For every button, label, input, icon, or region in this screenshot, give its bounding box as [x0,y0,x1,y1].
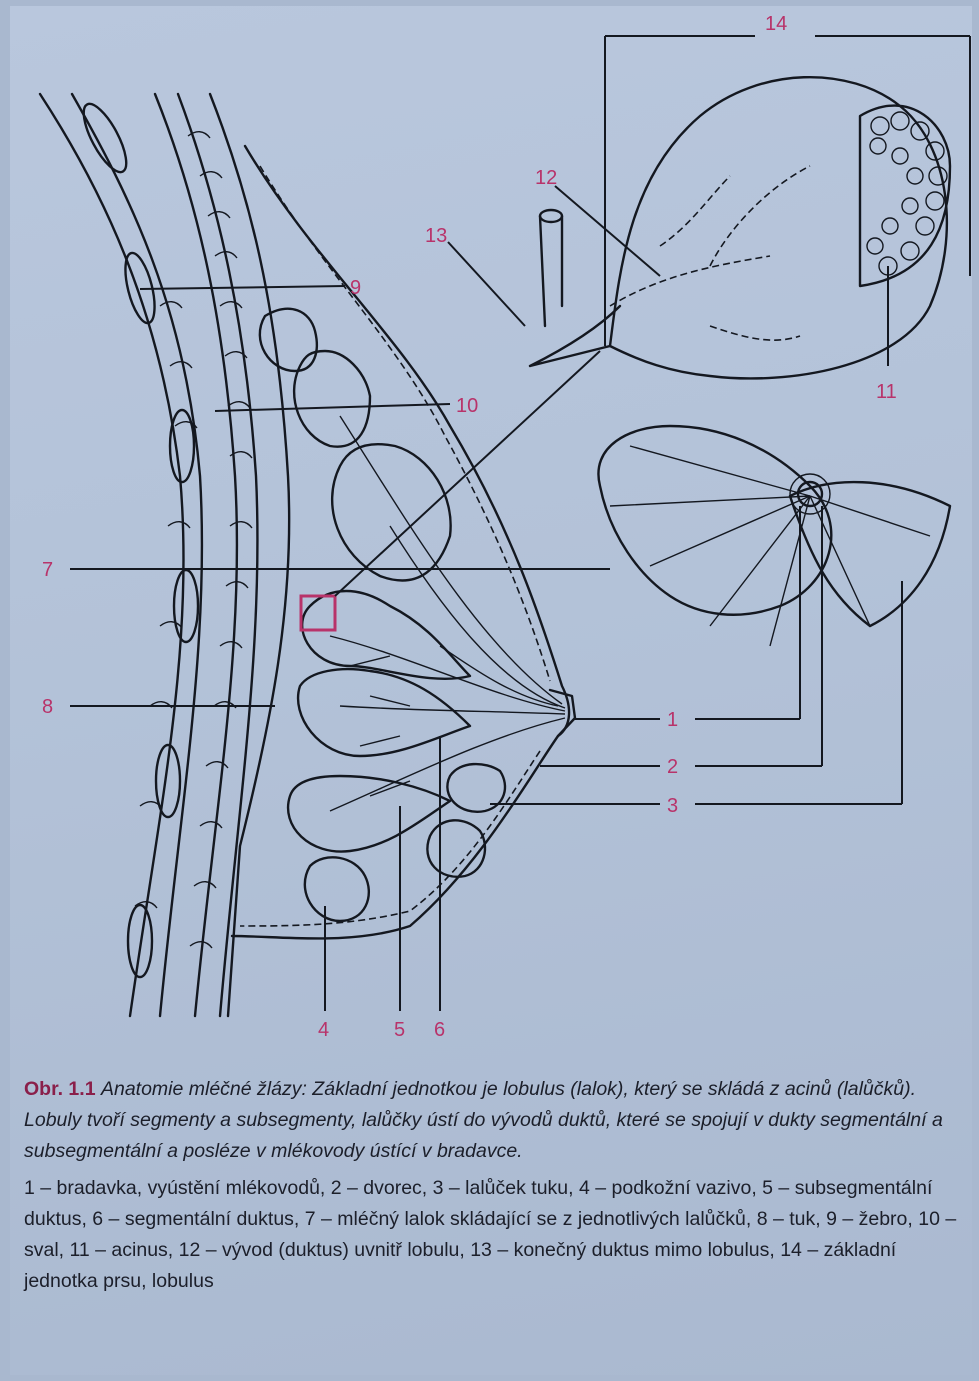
lobe-ducts [610,446,930,646]
figure-number: Obr. 1.1 [24,1078,96,1100]
label-3: 3 [667,795,678,817]
label-4: 4 [318,1019,329,1041]
breast-outline [232,146,575,939]
label-13: 13 [425,225,447,247]
figure-description: Anatomie mléčné žlázy: Základní jednotko… [24,1078,943,1162]
label-6: 6 [434,1019,445,1041]
gland-lobes [260,309,565,921]
label-2: 2 [667,756,678,778]
page: 1 2 3 4 5 6 7 8 9 10 11 12 13 14 Obr. 1.… [10,6,972,1375]
label-12: 12 [535,167,557,189]
label-14: 14 [765,13,787,35]
caption-legend: 1 – bradavka, vyústění mlékovodů, 2 – dv… [24,1173,964,1297]
acini [867,112,947,275]
chest-wall [40,94,289,1016]
label-8: 8 [42,696,53,718]
label-10: 10 [456,395,478,417]
breast-anatomy-diagram: 1 2 3 4 5 6 7 8 9 10 11 12 13 14 [10,6,972,1066]
leader-lines [70,36,970,1011]
label-7: 7 [42,559,53,581]
label-9: 9 [350,277,361,299]
fat-tissue-texture [135,132,252,948]
label-1: 1 [667,709,678,731]
label-11: 11 [876,381,897,403]
number-labels: 1 2 3 4 5 6 7 8 9 10 11 12 13 14 [42,13,897,1041]
caption-title: Obr. 1.1 Anatomie mléčné žlázy: Základní… [24,1074,964,1167]
ducts [330,416,565,811]
label-5: 5 [394,1019,405,1041]
figure-caption: Obr. 1.1 Anatomie mléčné žlázy: Základní… [24,1074,964,1297]
